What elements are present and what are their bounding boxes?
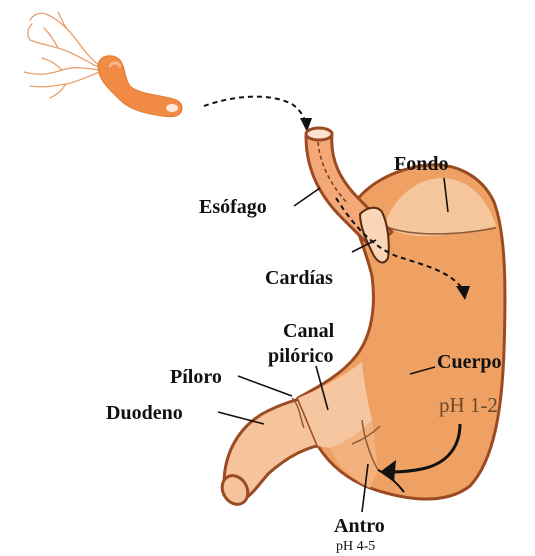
- label-antro: Antro: [334, 515, 385, 537]
- label-fondo: Fondo: [394, 153, 448, 175]
- label-esofago: Esófago: [199, 196, 267, 218]
- label-cuerpo-ph: pH 1-2: [439, 393, 498, 417]
- label-piloro: Píloro: [170, 366, 222, 388]
- label-duodeno: Duodeno: [106, 402, 183, 424]
- label-antro-ph: pH 4-5: [336, 539, 375, 554]
- bacterium-path-arrow: [204, 97, 312, 132]
- label-canal-line1: Canal: [283, 320, 335, 342]
- label-canal-line2: pilórico: [268, 345, 334, 367]
- label-cuerpo: Cuerpo: [437, 351, 501, 373]
- esophagus-opening: [306, 128, 332, 140]
- label-cardias: Cardías: [265, 267, 333, 289]
- bacterium-flagella: [24, 12, 100, 98]
- bacterium-illustration: [24, 12, 182, 117]
